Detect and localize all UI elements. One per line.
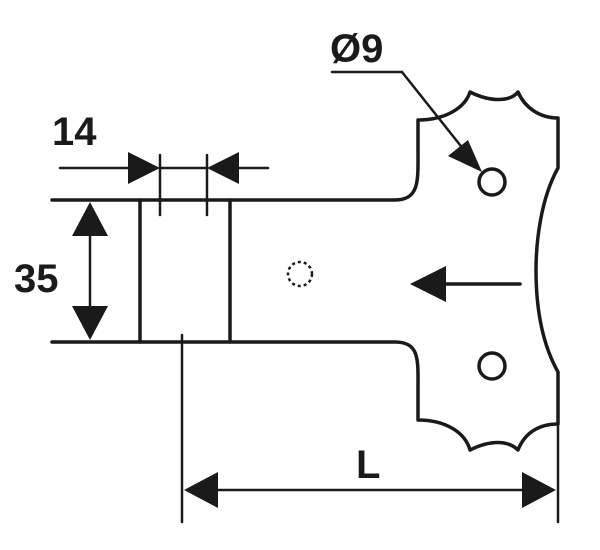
mounting-hole-bottom	[477, 351, 507, 381]
dim-14-label: 14	[52, 110, 97, 154]
hidden-hole	[286, 260, 314, 288]
dim-35-arrow-top	[72, 202, 108, 236]
dim-d9-arrowhead	[448, 140, 482, 172]
dim-L-arrow-left	[184, 472, 218, 508]
mounting-hole-top	[477, 167, 507, 197]
direction-arrow-head	[410, 266, 446, 302]
dim-14-arrow-left	[128, 152, 160, 184]
dim-L-label: L	[356, 443, 380, 487]
dim-d9-label: Ø9	[330, 27, 383, 71]
dim-L-arrow-right	[522, 472, 556, 508]
hinge-outline	[50, 90, 560, 452]
dim-35-arrow-bottom	[72, 306, 108, 340]
dim-14-arrow-right	[207, 152, 239, 184]
dim-d9-leader	[400, 70, 470, 157]
dim-35-label: 35	[14, 257, 59, 301]
